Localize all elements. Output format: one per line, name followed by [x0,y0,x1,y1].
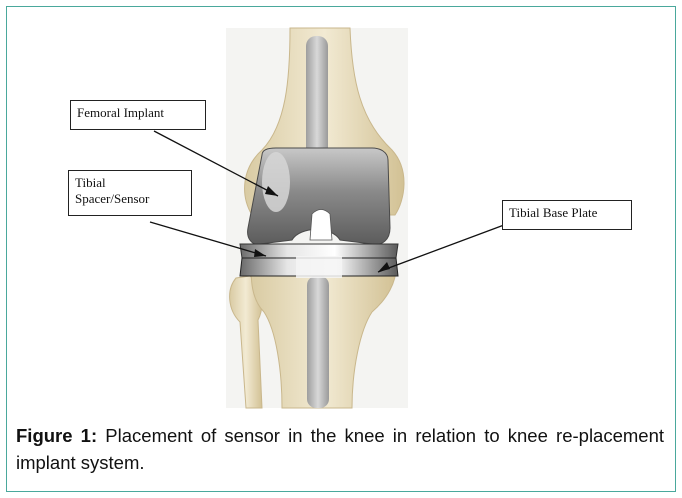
tibial-stem [307,276,329,408]
figure-caption: Figure 1: Placement of sensor in the kne… [16,422,664,476]
base-plate-center [296,256,342,278]
tibial-base-plate-callout: Tibial Base Plate [502,200,632,230]
femoral-implant-callout: Femoral Implant [70,100,206,130]
femoral-implant-highlight [262,152,290,212]
tibial-spacer-callout: Tibial Spacer/Sensor [68,170,192,216]
tibial-spacer-label-line2: Spacer/Sensor [75,191,185,207]
caption-label: Figure 1: [16,425,97,446]
tibial-spacer-label-line1: Tibial [75,175,185,191]
caption-text: Placement of sensor in the knee in relat… [16,425,664,473]
femoral-implant-label: Femoral Implant [77,105,164,120]
femoral-notch [310,210,332,241]
tibial-base-plate-label: Tibial Base Plate [509,205,597,220]
